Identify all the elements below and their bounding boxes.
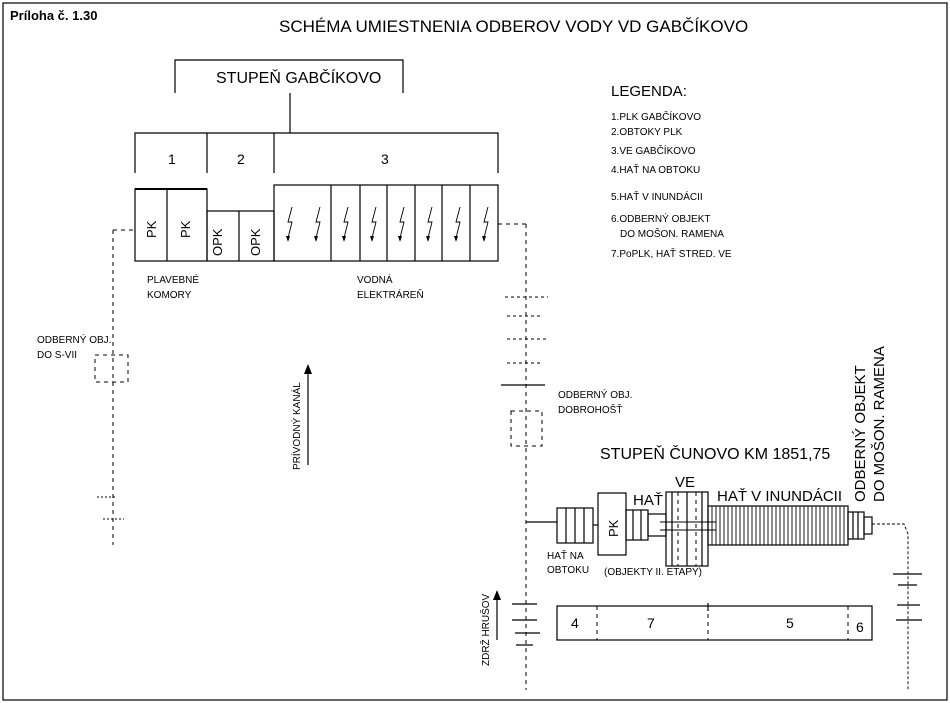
legend-item-6-cont: DO MOŠON. RAMENA [620, 227, 724, 240]
page-title: SCHÉMA UMIESTNENIA ODBEROV VODY VD GABČÍ… [279, 17, 748, 36]
legend-title: LEGENDA: [611, 83, 687, 100]
feeder-canal-arrow [304, 364, 312, 465]
inundation-weir-ribs [711, 506, 845, 545]
turbine-arrowhead [342, 236, 346, 242]
cunovo-lock-label: PK [606, 519, 621, 537]
turbine-mark [371, 206, 377, 239]
turbine-mark [483, 206, 489, 239]
legend-item-6: 6.ODBERNÝ OBJEKT [611, 212, 710, 225]
turbine-mark [455, 206, 461, 239]
cunovo-weir-bypass [556, 507, 594, 544]
turbine-mark [427, 206, 433, 239]
turbine-marks [286, 206, 489, 242]
opk-label-1: OPK [210, 228, 225, 256]
mosoni-intake-label-line-1: ODBERNÝ OBJEKT [852, 365, 869, 502]
legend-item-5: 5.HAŤ V INUNDÁCII [611, 190, 703, 203]
cunovo-title: STUPEŇ ČUNOVO KM 1851,75 [600, 444, 830, 463]
turbine-arrowhead [482, 236, 486, 242]
s7-intake-line [94, 229, 135, 545]
turbine-mark [343, 206, 349, 239]
weir-bypass-label-line-1: HAŤ NA [547, 549, 584, 562]
opk-label-2: OPK [248, 228, 263, 256]
dobrohost-intake-label-line-1: ODBERNÝ OBJ. [558, 388, 632, 401]
turbine-mark [315, 206, 321, 239]
mosoni-intake-label-line-2: DO MOŠON. RAMENA [871, 346, 888, 502]
plant-caption-line-2: ELEKTRÁREŇ [357, 288, 424, 301]
reservoir-hrusov-arrow [493, 590, 540, 646]
locks-caption-line-2: KOMORY [147, 290, 192, 301]
cunovo-section-4: 4 [571, 615, 579, 631]
turbine-arrowhead [370, 236, 374, 242]
locks-caption-line-1: PLAVEBNÉ [147, 273, 199, 286]
turbine-mark [399, 206, 405, 239]
cunovo-section-6: 6 [856, 619, 864, 635]
turbine-arrowhead [314, 236, 318, 242]
cunovo-section-5: 5 [786, 615, 794, 631]
turbine-arrowhead [286, 236, 290, 242]
turbine-arrowhead [454, 236, 458, 242]
plant-caption-line-1: VODNÁ [357, 273, 393, 286]
gabcikovo-label: STUPEŇ GABČÍKOVO [216, 68, 381, 87]
gabcikovo-bracket [174, 59, 404, 133]
reservoir-label: ZDRŽ HRUŠOV [479, 593, 492, 666]
lock-label-pk-1: PK [144, 220, 159, 238]
page-label: Príloha č. 1.30 [10, 8, 97, 23]
dobrohost-intake-label-line-2: DOBROHOŠŤ [558, 403, 622, 416]
legend-item-4: 4.HAŤ NA OBTOKU [611, 163, 700, 176]
sections-bracket [134, 132, 499, 173]
section-label-2: 2 [237, 151, 245, 167]
weir-bypass-label-line-2: OBTOKU [547, 565, 589, 576]
feeder-canal-label: PRÍVODNÝ KANÁL [290, 382, 303, 470]
cunovo-plant-label: VE [675, 474, 695, 491]
right-canal-line [498, 223, 557, 690]
hydropower-plant [273, 184, 499, 262]
cunovo-section-7: 7 [647, 615, 655, 631]
s7-intake-label-line-1: ODBERNÝ OBJ. [37, 333, 111, 346]
lock-label-pk-2: PK [178, 220, 193, 238]
legend-item-2: 2.OBTOKY PLK [611, 127, 683, 138]
legend-item-1: 1.PLK GABČÍKOVO [611, 110, 701, 123]
cunovo-inundation-weir [707, 505, 873, 546]
cunovo-weir-label: HAŤ [633, 492, 663, 509]
section-label-3: 3 [381, 151, 389, 167]
inundation-weir-label: HAŤ V INUNDÁCII [717, 488, 842, 505]
stage2-label: (OBJEKTY II. ETAPY) [604, 567, 702, 578]
legend-item-7: 7.PoPLK, HAŤ STRED. VE [611, 247, 732, 260]
section-label-1: 1 [168, 151, 176, 167]
s7-intake-label-line-2: DO S-VII [37, 350, 77, 361]
cunovo-sections-bar [556, 603, 873, 641]
turbine-mark [287, 206, 293, 239]
mosoni-branch-line [872, 523, 922, 690]
turbine-arrowhead [398, 236, 402, 242]
cunovo-weir [625, 509, 667, 541]
legend-item-3: 3.VE GABČÍKOVO [611, 144, 696, 157]
turbine-arrowhead [426, 236, 430, 242]
